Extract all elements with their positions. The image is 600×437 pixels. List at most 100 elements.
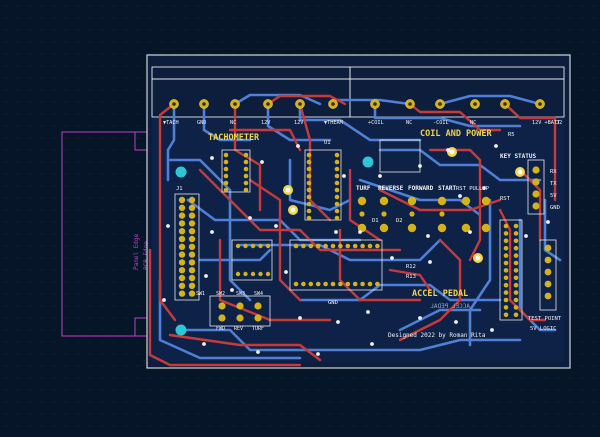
input-pad	[461, 196, 471, 206]
ic-pad	[338, 243, 343, 249]
ic-footprints[interactable]	[221, 139, 523, 321]
ic-pad	[258, 243, 263, 249]
connector-pads[interactable]	[169, 99, 545, 109]
mounting-hole-bottom-left	[175, 324, 187, 336]
serial-label-rx: RX	[550, 169, 557, 175]
ic-pad	[334, 159, 340, 165]
input-label-forward: FORWARD	[408, 185, 434, 192]
ic-pad	[235, 271, 241, 277]
via	[446, 148, 450, 152]
j1-pad	[178, 220, 186, 227]
input-pad	[357, 196, 367, 206]
ic-pad	[375, 243, 380, 249]
j1-pad	[188, 196, 196, 204]
test-point-header[interactable]	[539, 239, 557, 311]
input-pads[interactable]	[357, 196, 491, 233]
ic-pad	[223, 187, 229, 193]
connector-label-12v2: 12V	[294, 120, 303, 126]
u1-label: U1	[324, 140, 331, 146]
j1-pad	[178, 282, 186, 289]
via	[458, 194, 462, 198]
via	[418, 316, 422, 320]
connector-label-nc1: NC	[230, 120, 236, 126]
j1-pad	[188, 243, 196, 250]
switch-group[interactable]	[209, 295, 271, 327]
via	[494, 144, 498, 148]
ic-pad	[513, 231, 519, 236]
input-pad	[407, 196, 417, 206]
j1-pad	[188, 204, 196, 211]
input-pad	[357, 223, 367, 233]
switch-label-turf: TURF	[252, 326, 264, 332]
ic-pad	[513, 245, 519, 251]
ic-pad	[306, 208, 312, 214]
ic-pad	[503, 253, 509, 258]
ic-pad	[223, 173, 229, 179]
via	[358, 230, 362, 234]
serial-label-tx: TX	[550, 181, 557, 187]
input-pad	[359, 211, 365, 217]
via	[204, 274, 208, 278]
ic-pad	[503, 290, 509, 295]
via	[162, 298, 166, 302]
ic-pad	[243, 180, 249, 186]
ic-pad	[513, 238, 519, 244]
ic-pad	[243, 243, 248, 249]
serial-header[interactable]	[527, 159, 545, 215]
input-pad	[439, 211, 445, 217]
j1-pad	[188, 290, 196, 297]
j1-pad	[178, 235, 186, 243]
ic-pad	[503, 238, 509, 244]
ic-pad	[306, 194, 312, 200]
mounting-hole-center	[362, 156, 374, 168]
via	[482, 186, 486, 190]
ic-pad	[306, 180, 312, 186]
ic-pad	[345, 281, 351, 287]
accel-pedal-mirrored: ACCEL PEDAL	[430, 303, 470, 310]
via	[210, 230, 214, 234]
ic-pad	[243, 271, 248, 277]
j1-pad	[178, 228, 186, 235]
ic-pad	[243, 187, 249, 193]
input-pad	[481, 196, 491, 206]
switch-labels: SW1 SW2 SW3 SW4 FWD REV TURF	[196, 291, 264, 332]
ic-pad	[360, 281, 365, 287]
r12-label: R12	[406, 264, 416, 270]
connector-label-therm: ▼THERM	[324, 120, 343, 126]
j1-pad	[188, 212, 196, 219]
ic-pads[interactable]	[223, 152, 519, 318]
ic-pad	[306, 201, 312, 207]
switch-label-sw1: SW1	[196, 291, 205, 297]
input-label-turf: TURF	[356, 185, 371, 192]
ic-pad	[250, 271, 256, 277]
header-j1[interactable]	[174, 193, 200, 301]
via	[166, 224, 170, 228]
ic-pad	[323, 243, 328, 249]
ic-pad	[503, 312, 509, 318]
ic-pad	[265, 271, 271, 277]
via	[336, 320, 340, 324]
rst-pullup-label: RST PULLUP	[456, 186, 490, 192]
ic-pad	[308, 243, 314, 249]
led-indicators	[283, 147, 525, 263]
connector-labels: ▼TACH GND NC 12V 12V ▼THERM +COIL NC -CO…	[163, 120, 562, 126]
connector-label-coil-minus: -COIL	[433, 120, 449, 126]
via	[298, 316, 302, 320]
section-title-accel-pedal: ACCEL PEDAL	[412, 289, 468, 299]
input-label-start: START	[438, 185, 456, 192]
ic-pad	[223, 180, 229, 186]
switch-label-rev: REV	[234, 326, 243, 332]
j1-pad	[188, 267, 196, 274]
ic-pad	[503, 305, 509, 310]
designed-by-label: Designed 2022 by Roman Rita	[388, 332, 486, 339]
via	[316, 352, 320, 356]
switch-label-fwd: FWD	[216, 326, 225, 332]
j1-pad	[188, 235, 196, 243]
ic-pad	[360, 243, 365, 249]
via	[546, 220, 550, 224]
via	[256, 350, 260, 354]
via	[468, 230, 472, 234]
ic-pad	[334, 152, 340, 158]
j1-pad	[178, 274, 186, 282]
